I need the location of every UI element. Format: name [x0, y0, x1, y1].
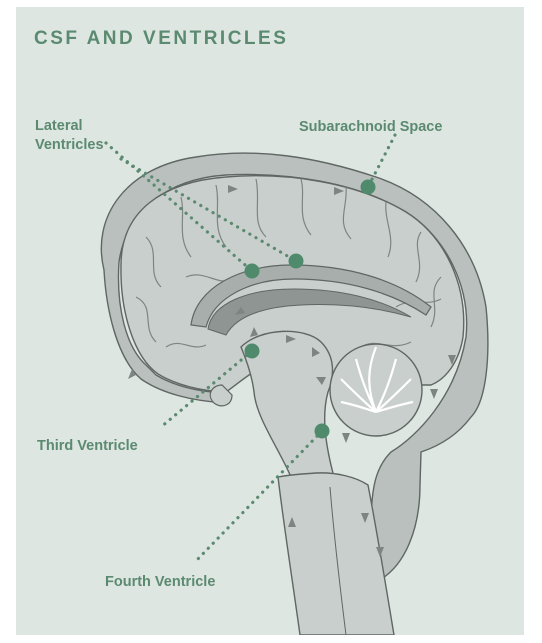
diagram-panel: CSF AND VENTRICLES — [16, 7, 524, 635]
cerebellum — [330, 344, 422, 436]
label-lateral-ventricles: Lateral Ventricles — [35, 117, 104, 155]
label-third-ventricle: Third Ventricle — [37, 437, 138, 456]
label-subarachnoid-space: Subarachnoid Space — [299, 118, 442, 137]
label-lateral-line1: Lateral — [35, 117, 104, 136]
marker-subarachnoid — [361, 180, 376, 195]
label-lateral-line2: Ventricles — [35, 136, 104, 155]
marker-third — [245, 344, 260, 359]
marker-lateral-b — [289, 254, 304, 269]
label-fourth-ventricle: Fourth Ventricle — [105, 573, 215, 592]
brain-illustration — [16, 7, 524, 635]
marker-lateral-a — [245, 264, 260, 279]
marker-fourth — [315, 424, 330, 439]
